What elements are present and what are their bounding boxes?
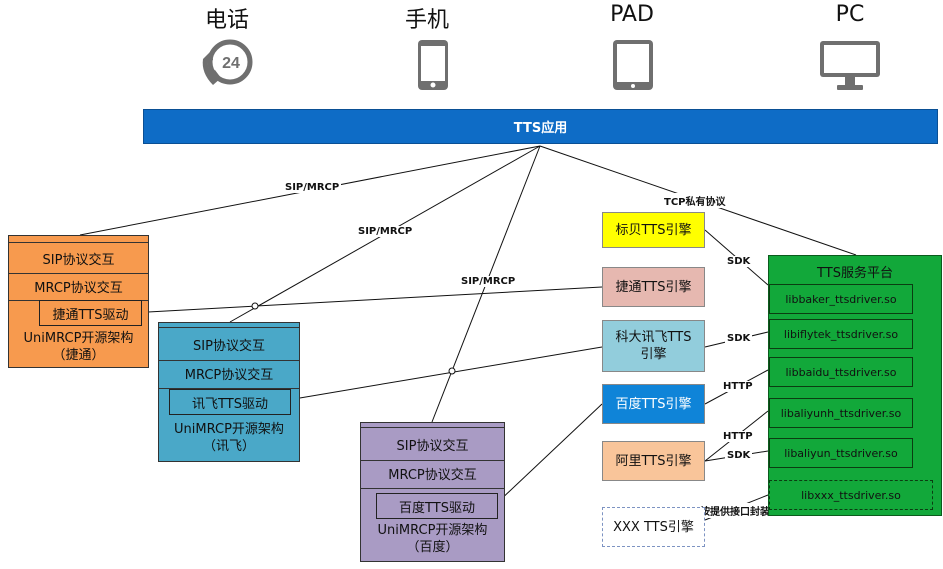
stack-caption-vendor: （讯飞）: [202, 439, 255, 454]
tablet-icon: [613, 40, 653, 90]
stack-caption: UniMRCP开源架构: [174, 422, 284, 437]
engine-ali: 阿里TTS引擎: [602, 441, 705, 481]
tts-service-platform: TTS服务平台 libbaker_ttsdriver.so libiflytek…: [768, 255, 942, 516]
stack-caption: UniMRCP开源架构: [23, 331, 134, 346]
engine-xunfei-line2: 引擎: [640, 347, 667, 362]
protocol-label-sip-jietong: SIP/MRCP: [283, 182, 342, 193]
line-baidu-driver-to-engine: [495, 403, 603, 505]
protocol-label-http-ali: HTTP: [721, 431, 755, 442]
mobile-phone-icon: [418, 40, 448, 90]
device-label-mobile: 手机: [404, 8, 449, 33]
line-crossing-hop: [448, 367, 456, 375]
stack-caption-vendor: （捷通）: [52, 348, 105, 363]
protocol-label-http-baidu: HTTP: [721, 381, 755, 392]
so-file: libaliyun_ttsdriver.so: [769, 438, 913, 468]
device-label-phone: 电话: [204, 8, 249, 33]
engine-xunfei-line1: 科大讯飞TTS: [615, 330, 692, 345]
baidu-tts-driver: 百度TTS驱动: [376, 493, 498, 519]
platform-title: TTS服务平台: [817, 266, 893, 281]
engine-xxx: XXX TTS引擎: [602, 507, 705, 547]
desktop-monitor-icon: [820, 41, 880, 90]
stack-caption: UniMRCP开源架构: [377, 523, 488, 538]
phone-24-icon: 24: [202, 39, 253, 85]
protocol-label-sip-xunfei: SIP/MRCP: [356, 226, 415, 237]
so-file: libbaidu_ttsdriver.so: [769, 357, 913, 387]
unimrcp-stack-baidu: SIP协议交互 MRCP协议交互 百度TTS驱动 UniMRCP开源架构 （百度…: [360, 422, 505, 562]
line-crossing-hop: [251, 302, 259, 310]
device-label-pc: PC: [835, 2, 865, 27]
unimrcp-stack-jietong: SIP协议交互 MRCP协议交互 捷通TTS驱动 UniMRCP开源架构 （捷通…: [8, 235, 149, 368]
protocol-label-interface: 按提供接口封装: [698, 503, 772, 518]
so-file: libxxx_ttsdriver.so: [769, 480, 933, 510]
driver-file-list: libbaker_ttsdriver.so libiflytek_ttsdriv…: [769, 256, 933, 515]
unimrcp-stack-xunfei: SIP协议交互 MRCP协议交互 讯飞TTS驱动 UniMRCP开源架构 （讯飞…: [158, 322, 300, 462]
protocol-label-sip-baidu: SIP/MRCP: [459, 276, 518, 287]
mrcp-interaction-layer: MRCP协议交互: [159, 359, 299, 389]
engine-biaobei: 标贝TTS引擎: [602, 212, 705, 248]
engine-baidu: 百度TTS引擎: [602, 384, 705, 424]
protocol-label-sdk-xunfei: SDK: [725, 333, 753, 344]
line-jietong-driver-to-engine: [147, 286, 603, 313]
stack-caption-vendor: （百度）: [406, 540, 459, 555]
so-file: libiflytek_ttsdriver.so: [769, 319, 913, 349]
tts-app-bar: TTS应用: [143, 109, 938, 144]
line-xunfei-driver-to-engine: [287, 346, 603, 401]
sip-interaction-layer: SIP协议交互: [159, 327, 299, 361]
device-label-pad: PAD: [610, 2, 654, 27]
mrcp-interaction-layer: MRCP协议交互: [361, 459, 504, 489]
protocol-label-tcp: TCP私有协议: [662, 193, 728, 208]
mrcp-interaction-layer: MRCP协议交互: [9, 272, 148, 301]
jietong-tts-driver: 捷通TTS驱动: [39, 300, 142, 326]
engine-xunfei: 科大讯飞TTS 引擎: [602, 320, 705, 372]
protocol-label-sdk-biaobei: SDK: [725, 256, 753, 267]
xunfei-tts-driver: 讯飞TTS驱动: [169, 389, 291, 415]
so-file: libaliyunh_ttsdriver.so: [769, 398, 913, 428]
protocol-label-sdk-ali: SDK: [725, 450, 753, 461]
so-file: libbaker_ttsdriver.so: [769, 284, 913, 314]
phone-badge: 24: [222, 55, 240, 72]
sip-interaction-layer: SIP协议交互: [361, 427, 504, 461]
sip-interaction-layer: SIP协议交互: [9, 242, 148, 274]
engine-jietong: 捷通TTS引擎: [602, 267, 705, 307]
